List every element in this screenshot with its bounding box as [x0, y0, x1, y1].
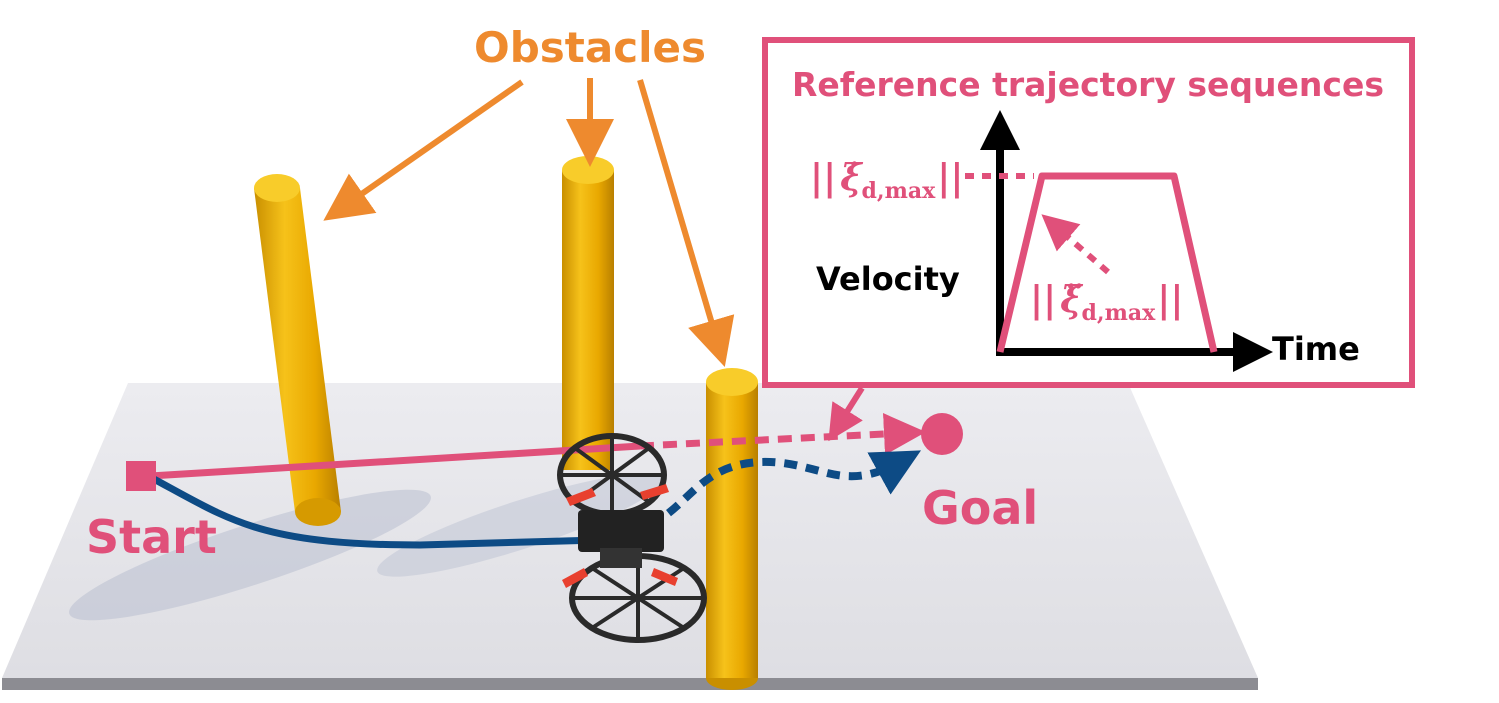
quadrotor-drone-icon: [557, 433, 707, 643]
goal-label: Goal: [922, 481, 1038, 535]
obstacle-cylinder-middle: [562, 156, 614, 470]
reference-path: [149, 413, 926, 480]
velocity-profile: [996, 172, 1218, 353]
obstacle-cylinder-front: [706, 368, 758, 690]
max-acceleration-pointer: [1041, 214, 1110, 275]
inset-pointer-arrow: [828, 386, 865, 442]
start-label: Start: [86, 510, 217, 564]
velocity-axis-label: Velocity: [816, 260, 960, 298]
actual-path: [150, 450, 922, 549]
obstacles-pointer-arrows: [323, 78, 735, 368]
goal-marker-icon: [921, 413, 963, 455]
max-velocity-label: ||ξ̇d,max||: [810, 157, 963, 204]
time-axis-label: Time: [1272, 330, 1360, 368]
max-acceleration-label: ||ξ̈d,max||: [1030, 279, 1183, 326]
inset-title: Reference trajectory sequences: [792, 65, 1384, 104]
start-marker-icon: [126, 461, 156, 491]
reference-trajectory-inset: Reference trajectory sequences Velocity …: [762, 37, 1415, 388]
obstacle-cylinder-left: [254, 174, 341, 526]
obstacles-label: Obstacles: [474, 23, 706, 72]
